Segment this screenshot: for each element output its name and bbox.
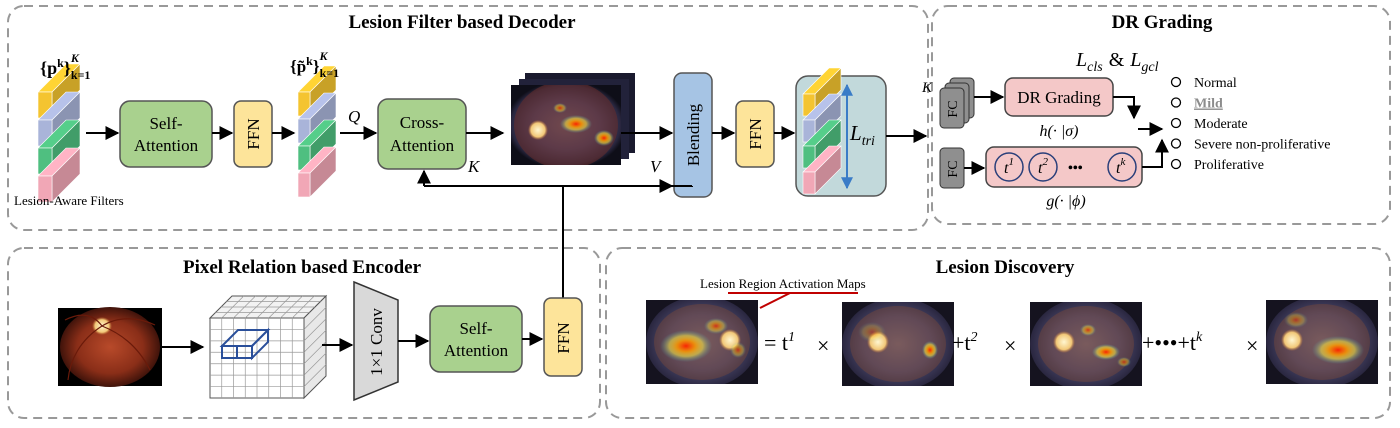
activation-map-1 [842,302,954,386]
class-label: Severe non-proliferative [1194,138,1330,153]
fc-top-label: FC [946,100,961,117]
loss-tri-label: Ltri [849,121,875,149]
output-filter-stack [802,67,842,195]
q-label: Q [348,107,360,126]
equation-t2: +t2 [952,330,978,355]
class-item: Mild [1170,97,1223,112]
svg-text:t1: t1 [1004,156,1014,177]
filter-bar [802,145,842,195]
fc-top-stack [939,77,975,129]
class-label: Proliferative [1194,158,1264,173]
times-3: × [1246,333,1258,358]
v-label: V [650,157,663,176]
discovery-panel [605,247,1391,419]
equation-t1: = t1 [764,330,795,355]
svg-text:t2: t2 [1038,156,1048,177]
t-tokens-dots: ••• [1068,161,1083,176]
times-1: × [817,333,829,358]
ffn-label: FFN [244,118,263,149]
cross-attention-line2: Attention [390,136,455,155]
class-label: Moderate [1194,117,1248,132]
dr-grading-box-label: DR Grading [1017,88,1101,107]
feature-grid-cube [208,294,328,400]
grading-title: DR Grading [1112,12,1213,33]
self-attention-line2: Attention [134,136,199,155]
class-item: Proliferative [1170,158,1264,173]
filter-bar [37,147,81,203]
encoder-panel [7,247,601,419]
decoder-panel [7,5,929,231]
conv-trapezoid [353,280,399,402]
t-token-k: tk [1107,152,1137,182]
lesion-aware-filters-label: Lesion-Aware Filters [14,193,124,208]
encoder-self-attention-line2: Attention [444,341,509,360]
svg-text:tk: tk [1116,156,1126,177]
blending-label: Blending [684,103,703,166]
conv-label: 1×1 Conv [367,308,386,376]
fc-bottom-label: FC [946,160,961,177]
class-item: Severe non-proliferative [1170,138,1330,153]
encoder-title: Pixel Relation based Encoder [183,257,422,278]
grading-k-label: K [921,80,933,96]
activation-map-k [1266,300,1378,384]
refined-filter-stack [297,65,337,198]
t-token-1: t1 [994,152,1024,182]
lram-label: Lesion Region Activation Maps [700,276,866,291]
fundus-input-image [58,307,162,387]
self-attention-block [119,100,213,168]
encoder-to-decoder-line [562,185,574,298]
discovery-title: Lesion Discovery [936,257,1075,278]
encoder-ffn-label: FFN [554,322,573,353]
decoder-title: Lesion Filter based Decoder [348,12,576,33]
cross-attention-line1: Cross- [400,113,445,132]
t-token-2: t2 [1028,152,1058,182]
class-label: Normal [1194,76,1237,91]
encoder-ffn-block [543,297,583,377]
loss-cls-gcl-label: Lcls&Lgcl [1075,49,1159,75]
encoder-self-attention-line1: Self- [459,319,492,338]
lesion-filter-stack [37,63,81,203]
class-item: Normal [1170,76,1237,91]
activation-map-2 [1030,302,1142,386]
k-label: K [467,157,481,176]
cross-attention-block [377,98,467,170]
grading-panel [931,5,1391,225]
encoder-self-attention-block [429,305,523,373]
blending-block [673,72,713,198]
ffn2-label: FFN [746,118,765,149]
times-2: × [1004,333,1016,358]
g-function-label: g(· |ϕ) [1046,193,1085,210]
filter-bar [297,146,337,198]
class-item: Moderate [1170,117,1248,132]
activation-map-stack [511,73,635,165]
class-label: Mild [1194,97,1223,112]
self-attention-line1: Self- [149,114,182,133]
sum-activation-map [646,300,758,384]
h-function-label: h(· |σ) [1040,123,1079,140]
equation-dots: +•••+tk [1142,330,1203,355]
